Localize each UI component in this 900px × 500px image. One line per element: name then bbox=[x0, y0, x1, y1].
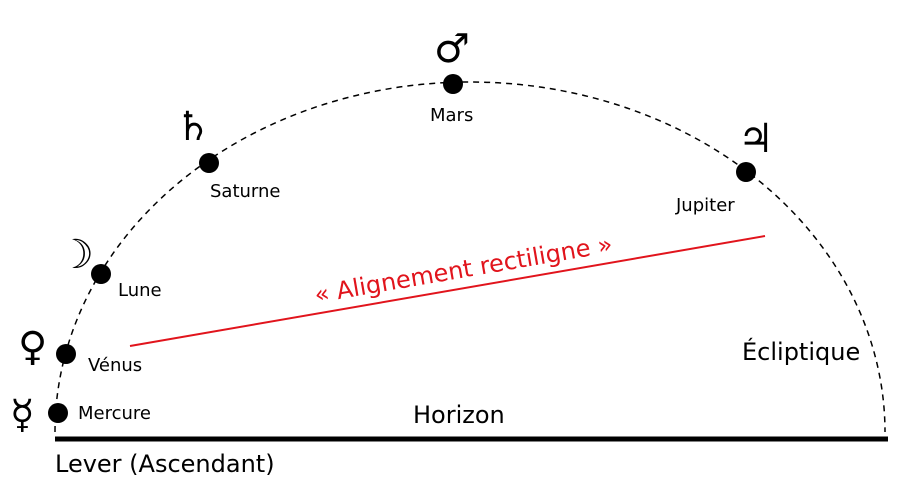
planet-label-saturne: Saturne bbox=[210, 181, 281, 202]
mercury-symbol-icon: ☿ bbox=[10, 392, 35, 438]
rising-label: Lever (Ascendant) bbox=[55, 450, 275, 478]
planet-label-jupiter: Jupiter bbox=[675, 195, 735, 216]
planet-dot-mercure bbox=[48, 403, 68, 423]
planet-dot-venus bbox=[56, 344, 76, 364]
planet-dot-lune bbox=[91, 264, 111, 284]
horizon-label: Horizon bbox=[413, 401, 505, 429]
planet-dot-mars bbox=[443, 74, 463, 94]
venus-symbol-icon: ♀ bbox=[18, 324, 47, 370]
mars-symbol-icon: ♂ bbox=[434, 26, 470, 72]
planet-label-venus: Vénus bbox=[88, 355, 142, 376]
alignment-line bbox=[129, 235, 766, 347]
planet-dot-jupiter bbox=[736, 162, 756, 182]
moon-symbol-icon: ☽ bbox=[58, 232, 94, 278]
jupiter-symbol-icon: ♃ bbox=[738, 116, 774, 162]
ecliptic-label: Écliptique bbox=[742, 337, 860, 366]
planet-dot-saturne bbox=[199, 153, 219, 173]
planet-label-mercure: Mercure bbox=[78, 403, 151, 424]
saturn-symbol-icon: ♄ bbox=[175, 104, 211, 150]
planet-label-lune: Lune bbox=[118, 280, 162, 301]
planet-label-mars: Mars bbox=[430, 105, 473, 126]
